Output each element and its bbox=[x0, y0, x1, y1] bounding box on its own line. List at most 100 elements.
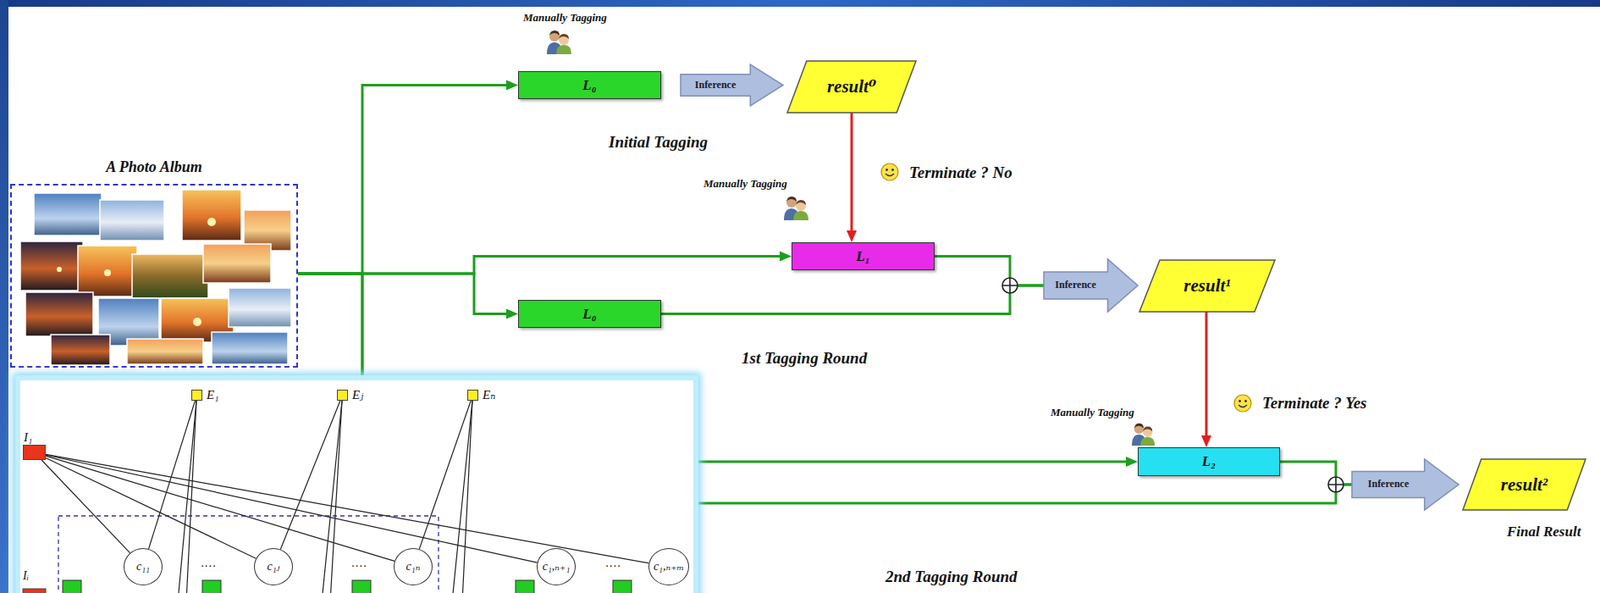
graph-circle-node: c₁,ₙ₊₁ bbox=[536, 547, 576, 585]
node-label: c₁₁ bbox=[136, 559, 150, 574]
connector bbox=[297, 273, 519, 320]
connector-line bbox=[661, 285, 1044, 315]
node-label: Inference bbox=[695, 79, 736, 92]
graph-square-node: E₁ bbox=[191, 389, 203, 401]
connector bbox=[148, 400, 196, 549]
arrowhead bbox=[846, 230, 857, 243]
node-label: E₁ bbox=[206, 386, 219, 402]
people-icon bbox=[1131, 423, 1155, 446]
connector bbox=[45, 455, 395, 561]
connector-line bbox=[41, 459, 130, 553]
edge-label: Terminate ? Yes bbox=[1262, 393, 1368, 413]
shape-fill bbox=[1351, 458, 1459, 510]
shape-fill bbox=[680, 64, 784, 106]
connector-line bbox=[297, 256, 784, 275]
node-label: result⁰ bbox=[827, 76, 877, 97]
round-title: Initial Tagging bbox=[608, 132, 708, 152]
connector-line bbox=[148, 400, 196, 549]
node-label: result² bbox=[1500, 474, 1548, 495]
round-title: 1st Tagging Round bbox=[741, 348, 867, 368]
sun-dots bbox=[56, 217, 216, 326]
tag-set-box: L₀ bbox=[518, 299, 662, 328]
graph-circle-node: c₁ₙ bbox=[393, 547, 433, 585]
arrowhead bbox=[506, 80, 519, 91]
people-icon bbox=[783, 196, 809, 221]
graph-square-node: Eⱼ bbox=[336, 389, 348, 401]
node-label: c₁,ₙ₊₁ bbox=[542, 559, 571, 574]
inference-arrow: Inference bbox=[1043, 259, 1138, 312]
annotation: Manually Tagging bbox=[1050, 406, 1135, 420]
connector bbox=[846, 112, 857, 243]
photo-album-box: A Photo Album bbox=[10, 183, 298, 368]
arrowhead bbox=[1201, 435, 1212, 447]
left-bar bbox=[0, 0, 9, 593]
connector-line bbox=[1205, 311, 1209, 439]
connector bbox=[280, 400, 341, 550]
node-label: I₁ bbox=[23, 430, 33, 445]
ellipsis: ···· bbox=[200, 559, 217, 574]
connector bbox=[297, 80, 519, 275]
connector-line bbox=[45, 454, 538, 563]
node-label: A Photo Album bbox=[11, 158, 297, 177]
node-label: c₁ⱼ bbox=[267, 559, 281, 574]
shape-fill bbox=[1043, 259, 1138, 312]
smiley-icon bbox=[881, 163, 899, 181]
connector bbox=[297, 251, 792, 275]
result-parallelogram: result¹ bbox=[1139, 259, 1275, 312]
edge-label: Terminate ? No bbox=[909, 163, 1013, 183]
connector bbox=[41, 459, 130, 553]
annotation: Manually Tagging bbox=[523, 11, 607, 25]
people-icon bbox=[546, 30, 572, 55]
connector-line bbox=[297, 85, 510, 275]
smiley-icon bbox=[1234, 394, 1252, 412]
ellipsis: ···· bbox=[605, 559, 622, 574]
node-label: L₀ bbox=[582, 305, 596, 323]
inference-arrow: Inference bbox=[1351, 458, 1459, 510]
node-label: c₁,ₙ₊ₘ bbox=[653, 559, 685, 574]
connector-line bbox=[297, 273, 510, 315]
connector bbox=[661, 285, 1044, 315]
node-label: Inference bbox=[1054, 279, 1096, 292]
node-label: L₀ bbox=[582, 77, 596, 94]
top-bar bbox=[0, 0, 1600, 7]
graph-inset-panel: E₁ Eⱼ EₙI₁ c₁₁ c₁ⱼ c₁ₙ c₁,ₙ₊₁ c₁,ₙ₊ₘ ···· ···· ···… bbox=[15, 375, 699, 593]
inference-arrow: Inference bbox=[680, 64, 784, 106]
node-label: Eⱼ bbox=[352, 386, 364, 402]
connector bbox=[45, 453, 649, 563]
result-parallelogram: result² bbox=[1462, 458, 1586, 510]
factor-lines bbox=[177, 400, 473, 593]
result-parallelogram: result⁰ bbox=[787, 60, 916, 113]
result-caption: Final Result bbox=[1506, 523, 1581, 541]
round-title: 2nd Tagging Round bbox=[885, 567, 1018, 586]
tag-set-box: L₂ bbox=[1137, 446, 1280, 476]
graph-square-node: I₁ bbox=[22, 444, 46, 460]
connector bbox=[419, 400, 471, 549]
node-label: Eₙ bbox=[482, 386, 496, 402]
shape-fill bbox=[1139, 259, 1275, 312]
merge-plus bbox=[1328, 476, 1344, 492]
connector-line bbox=[934, 256, 1044, 287]
connector-line bbox=[850, 112, 854, 234]
connector-line bbox=[419, 400, 471, 549]
arrowhead bbox=[1125, 456, 1138, 467]
node-label: Inference bbox=[1368, 478, 1409, 491]
graph-label: Iᵢ bbox=[22, 568, 29, 583]
shape-fill bbox=[787, 60, 916, 113]
graph-circle-node: c₁,ₙ₊ₘ bbox=[648, 547, 690, 585]
node-label: c₁ₙ bbox=[406, 559, 421, 574]
connector bbox=[45, 454, 538, 563]
photos bbox=[20, 189, 292, 365]
arrowhead bbox=[779, 251, 792, 262]
graph-square-node: Eₙ bbox=[467, 389, 479, 401]
node-label: L₁ bbox=[855, 248, 870, 265]
tag-set-box: L₁ bbox=[791, 242, 935, 271]
connector-line bbox=[45, 455, 395, 561]
annotation: Manually Tagging bbox=[703, 177, 788, 191]
shape-fill bbox=[1462, 458, 1586, 510]
red-square bbox=[22, 588, 46, 593]
ellipsis: ···· bbox=[351, 559, 368, 574]
node-label: L₂ bbox=[1202, 452, 1216, 470]
connector-line bbox=[45, 453, 649, 563]
graph-circle-node: c₁ⱼ bbox=[253, 547, 293, 585]
